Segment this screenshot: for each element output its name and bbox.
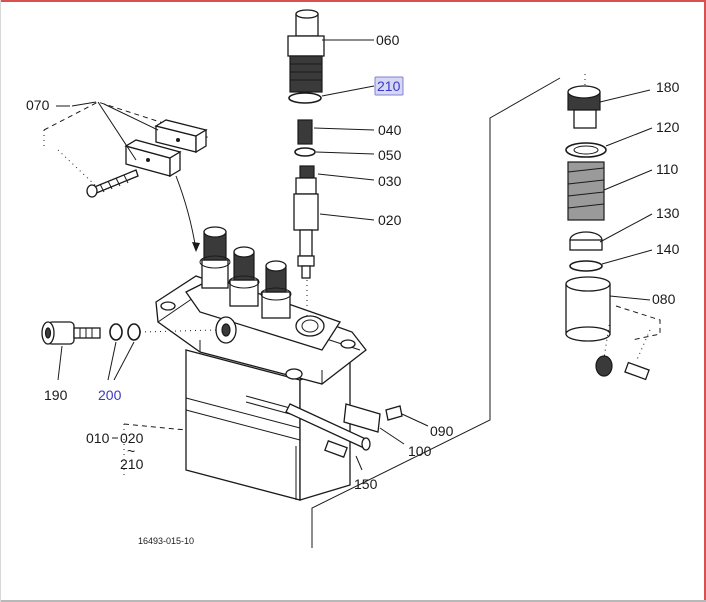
- label-040: 040: [378, 122, 402, 138]
- label-120: 120: [656, 119, 680, 135]
- label-090: 090: [430, 423, 454, 439]
- part-labels: 060 210 040 050 030 020 070 180 120 110 …: [26, 32, 680, 546]
- label-140: 140: [656, 241, 680, 257]
- label-020-range: 020: [120, 430, 144, 446]
- label-050: 050: [378, 147, 402, 163]
- part-030-valve: [299, 165, 315, 179]
- figure-code: 16493-015-10: [138, 536, 194, 546]
- part-150-090-100-group: [285, 403, 429, 471]
- part-140-ring: [569, 260, 603, 272]
- label-060: 060: [376, 32, 400, 48]
- label-180: 180: [656, 79, 680, 95]
- label-210: 210: [377, 78, 401, 94]
- part-080-pin: [624, 361, 650, 381]
- label-130: 130: [656, 205, 680, 221]
- part-200-washer-b: [127, 323, 141, 341]
- frame-border-bottom: [0, 600, 706, 602]
- label-010: 010: [86, 430, 110, 446]
- part-200-washer-a: [109, 323, 123, 341]
- frame-border-left: [0, 0, 1, 602]
- front-port-hole: [295, 315, 325, 337]
- part-020-barrel: [293, 193, 319, 231]
- label-070: 070: [26, 97, 50, 113]
- part-070-group: [43, 101, 211, 252]
- part-190-200-group: [41, 321, 217, 381]
- frame-border-top: [0, 0, 706, 2]
- part-080-sleeve: [565, 283, 611, 335]
- part-090-screw: [385, 405, 403, 421]
- part-100-plate: [343, 403, 381, 433]
- label-150: 150: [354, 476, 378, 492]
- part-120-washer: [565, 142, 607, 158]
- label-080: 080: [652, 291, 676, 307]
- label-tilde: ~: [127, 443, 135, 459]
- delivery-valve-holders: [199, 226, 292, 319]
- label-020: 020: [378, 212, 402, 228]
- part-210-gasket: [288, 92, 322, 104]
- frame-border-right: [704, 0, 706, 602]
- label-190: 190: [44, 387, 68, 403]
- label-030: 030: [378, 173, 402, 189]
- part-070-screw: [91, 169, 139, 195]
- part-080-roller: [595, 355, 613, 377]
- plunger-column: [287, 9, 325, 316]
- part-110-spring: [567, 161, 605, 221]
- pump-housing: [155, 275, 367, 501]
- label-110: 110: [656, 161, 679, 177]
- leader-lines: [56, 39, 653, 476]
- part-050-washer: [294, 147, 316, 157]
- governor-column: [565, 74, 661, 381]
- assembly-bracket: [311, 77, 561, 548]
- label-200: 200: [98, 387, 122, 403]
- label-100: 100: [408, 443, 432, 459]
- part-040-spring: [297, 119, 313, 145]
- highlight-210: [374, 76, 404, 96]
- label-210-range: 210: [120, 456, 144, 472]
